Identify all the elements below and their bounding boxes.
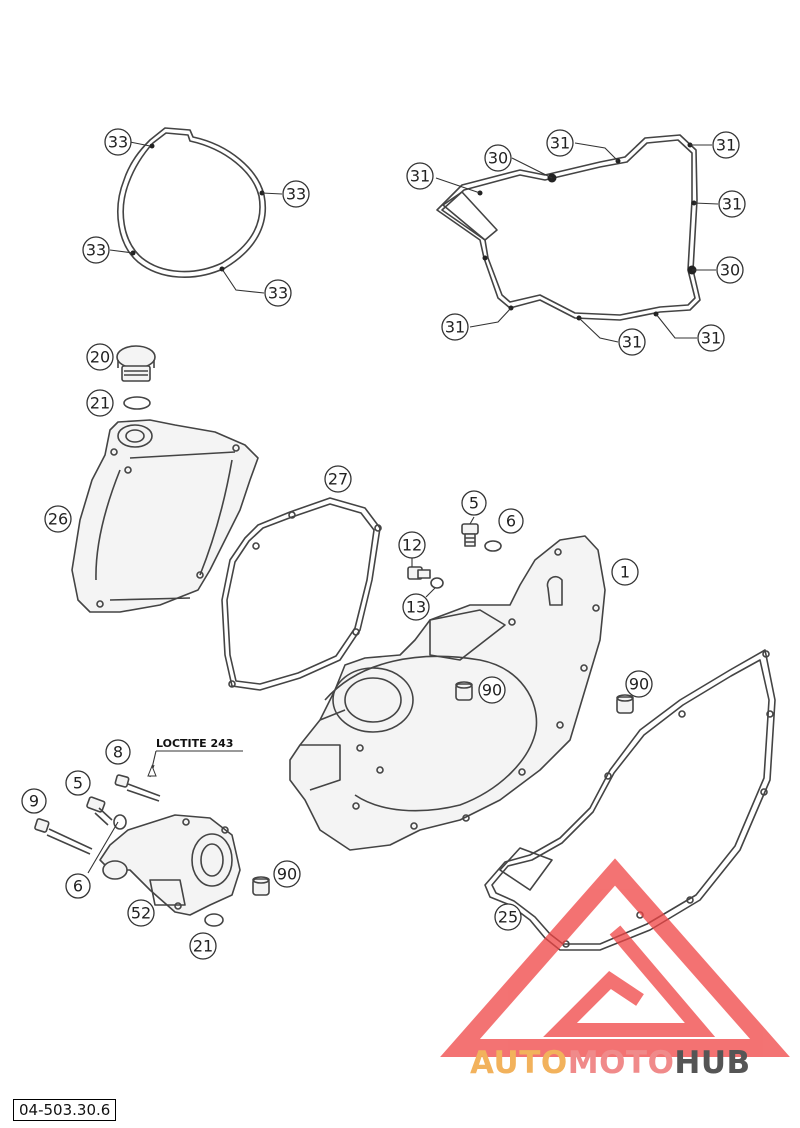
svg-text:31: 31 <box>410 167 430 186</box>
callout-33-d: 33 <box>264 279 292 307</box>
callout-33-b: 33 <box>282 180 310 208</box>
watermark-text: AUTOMOTOHUB <box>470 1045 751 1081</box>
ignition-cover-1 <box>289 535 606 851</box>
svg-text:5: 5 <box>73 774 83 793</box>
callout-31-d: 31 <box>718 190 746 218</box>
callout-31-c: 31 <box>406 162 434 190</box>
callout-8: 8 <box>105 739 131 765</box>
clutch-cover-26 <box>71 419 259 613</box>
svg-text:1: 1 <box>620 563 630 582</box>
callout-6-a: 6 <box>498 508 524 534</box>
svg-text:31: 31 <box>550 134 570 153</box>
filler-plug-20 <box>116 345 156 410</box>
svg-text:27: 27 <box>328 470 348 489</box>
water-pump-cover-52 <box>99 814 241 927</box>
svg-text:31: 31 <box>722 195 742 214</box>
callout-20: 20 <box>86 343 114 371</box>
callout-31-g: 31 <box>697 324 725 352</box>
callout-13: 13 <box>402 593 430 621</box>
svg-text:33: 33 <box>86 241 106 260</box>
svg-text:31: 31 <box>716 136 736 155</box>
callout-31-f: 31 <box>618 328 646 356</box>
callout-6-b: 6 <box>65 873 91 899</box>
svg-text:90: 90 <box>629 675 649 694</box>
svg-text:LOCTITE 243: LOCTITE 243 <box>156 737 233 750</box>
bolt-9 <box>34 818 93 855</box>
svg-text:8: 8 <box>113 743 123 762</box>
callout-12: 12 <box>398 531 426 559</box>
screw-12 <box>407 558 444 598</box>
svg-text:9: 9 <box>29 792 39 811</box>
callout-52: 52 <box>127 899 155 927</box>
svg-text:13: 13 <box>406 598 426 617</box>
callout-33-c: 33 <box>82 236 110 264</box>
callout-90-a: 90 <box>478 676 506 704</box>
callout-31-a: 31 <box>546 129 574 157</box>
svg-text:31: 31 <box>445 318 465 337</box>
svg-text:25: 25 <box>498 908 518 927</box>
screw-5-pump <box>86 796 127 830</box>
callout-33-a: 33 <box>104 128 132 156</box>
svg-text:30: 30 <box>488 149 508 168</box>
callout-90-b: 90 <box>625 670 653 698</box>
svg-text:90: 90 <box>482 681 502 700</box>
svg-text:6: 6 <box>73 877 83 896</box>
watermark-hub: HUB <box>674 1045 751 1081</box>
callout-26: 26 <box>44 505 72 533</box>
svg-text:12: 12 <box>402 536 422 555</box>
callout-21-a: 21 <box>86 389 114 417</box>
gasket-27 <box>221 497 382 691</box>
svg-text:20: 20 <box>90 348 110 367</box>
callout-5-a: 5 <box>461 490 487 516</box>
bolt-8 <box>114 774 161 802</box>
svg-text:5: 5 <box>469 494 479 513</box>
callout-27: 27 <box>324 465 352 493</box>
callout-9: 9 <box>21 788 47 814</box>
svg-text:30: 30 <box>720 261 740 280</box>
callout-21-b: 21 <box>189 932 217 960</box>
gasket-31 <box>435 134 719 343</box>
svg-text:33: 33 <box>108 133 128 152</box>
svg-text:52: 52 <box>131 904 151 923</box>
watermark-moto: MOTO <box>567 1045 675 1081</box>
callout-90-c: 90 <box>273 860 301 888</box>
callout-31-b: 31 <box>712 131 740 159</box>
svg-text:6: 6 <box>506 512 516 531</box>
loctite-note: LOCTITE 243 <box>147 737 243 777</box>
svg-text:90: 90 <box>277 865 297 884</box>
dowel-sleeves-90 <box>252 681 634 896</box>
gasket-33 <box>109 127 283 294</box>
svg-text:31: 31 <box>701 329 721 348</box>
callout-30-a: 30 <box>484 144 512 172</box>
svg-text:26: 26 <box>48 510 68 529</box>
callout-5-b: 5 <box>65 770 91 796</box>
callout-30-b: 30 <box>716 256 744 284</box>
callout-1: 1 <box>611 558 639 586</box>
svg-text:21: 21 <box>90 394 110 413</box>
svg-text:33: 33 <box>286 185 306 204</box>
svg-text:33: 33 <box>268 284 288 303</box>
drawing-code: 04-503.30.6 <box>13 1099 117 1121</box>
svg-text:31: 31 <box>622 333 642 352</box>
watermark-logo-triangle <box>440 858 790 1057</box>
watermark-auto: AUTO <box>470 1045 568 1081</box>
callout-31-e: 31 <box>441 313 469 341</box>
screw-5-top <box>461 516 502 552</box>
callout-25: 25 <box>494 903 522 931</box>
svg-text:21: 21 <box>193 937 213 956</box>
